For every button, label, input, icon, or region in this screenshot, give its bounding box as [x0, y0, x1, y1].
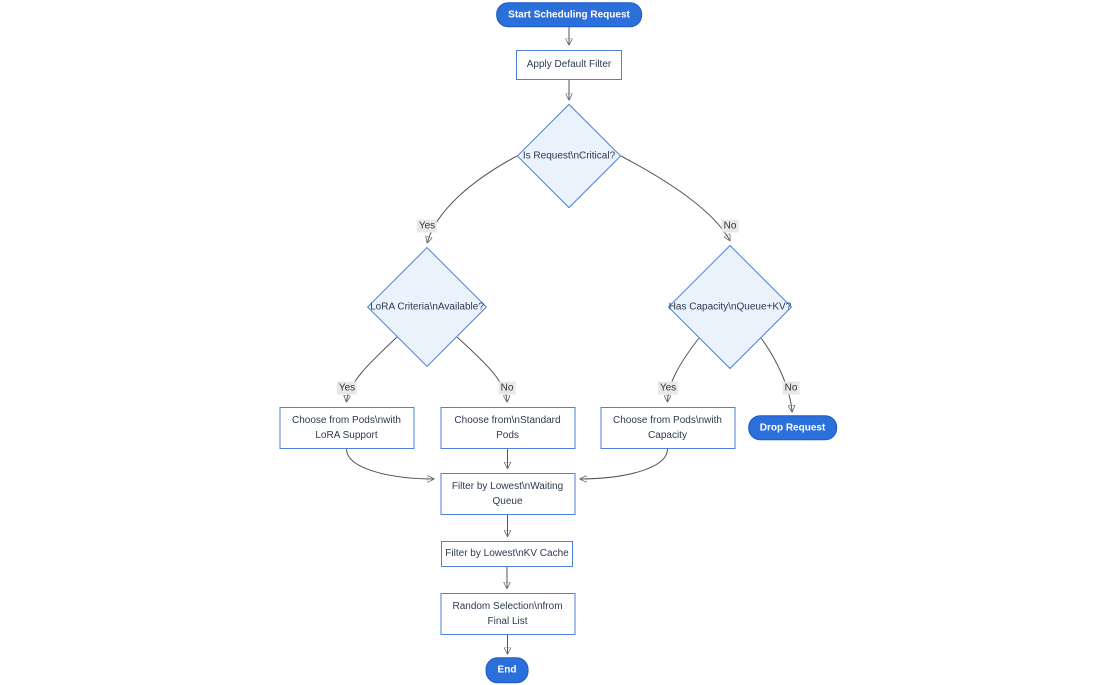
edge-label-lora-no: No — [498, 381, 516, 395]
node-random-selection: Random Selection\nfrom Final List — [440, 593, 575, 635]
node-filter-lowest-kv-cache: Filter by Lowest\nKV Cache — [441, 541, 573, 567]
node-choose-pods-capacity: Choose from Pods\nwith Capacity — [600, 407, 735, 449]
decision-label-has-capacity-queue-kv: Has Capacity\nQueue+KV? — [668, 301, 792, 313]
decision-label-lora-criteria-available: LoRA Criteria\nAvailable? — [370, 301, 484, 313]
edge-label-capacity-yes: Yes — [657, 381, 679, 395]
node-drop-request: Drop Request — [747, 414, 838, 441]
edge-lora-no — [456, 336, 507, 401]
edge-critical-no — [620, 155, 730, 240]
edge-label-critical-no: No — [721, 219, 739, 233]
edge-lorapods-to-filterqueue — [346, 448, 434, 479]
edge-lora-yes — [347, 336, 398, 401]
decision-label-is-request-critical: Is Request\nCritical? — [522, 150, 616, 162]
edge-label-critical-yes: Yes — [416, 219, 438, 233]
node-end: End — [485, 657, 529, 683]
edge-capacity-yes — [668, 337, 700, 401]
edge-label-lora-yes: Yes — [336, 381, 358, 395]
node-filter-lowest-waiting-queue: Filter by Lowest\nWaiting Queue — [440, 473, 575, 515]
node-choose-pods-lora: Choose from Pods\nwith LoRA Support — [279, 407, 414, 449]
edge-label-capacity-no: No — [782, 381, 800, 395]
edge-capacitypods-to-filterqueue — [581, 448, 668, 479]
edge-capacity-no — [760, 337, 792, 411]
edge-critical-yes — [428, 155, 518, 242]
node-choose-standard-pods: Choose from\nStandard Pods — [440, 407, 575, 449]
node-apply-default-filter: Apply Default Filter — [516, 49, 622, 80]
node-start: Start Scheduling Request — [496, 1, 642, 28]
